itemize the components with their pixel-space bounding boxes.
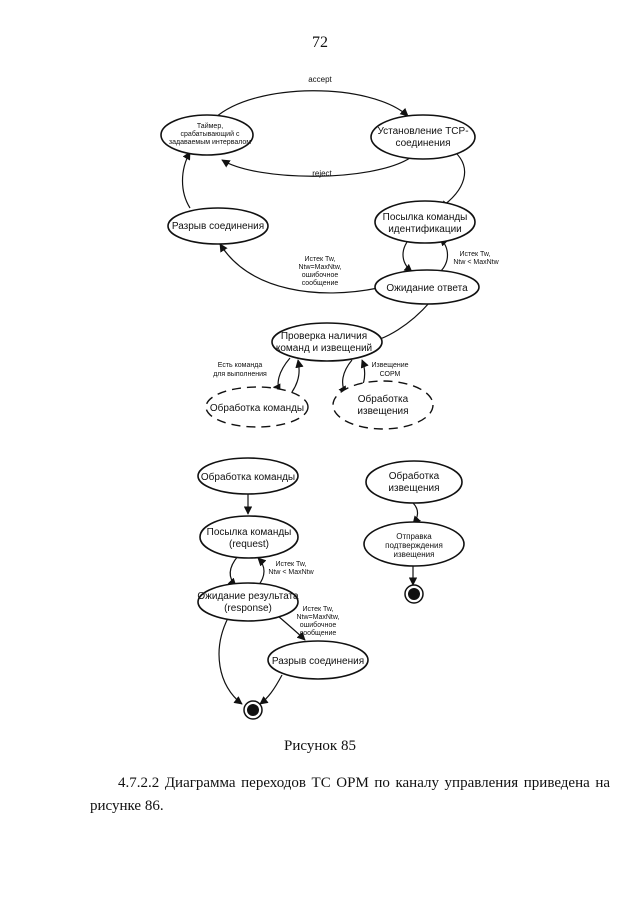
edge2-wait-to-break: [277, 615, 306, 641]
page-number: 72: [312, 34, 328, 51]
node2-send: [199, 515, 299, 559]
edge-break-to-timer: [181, 151, 191, 209]
node-wait-label: Ожидание ответа: [386, 283, 468, 294]
node-tcp-label: Установление TCP-соединения: [377, 126, 468, 149]
node2-break-label: Разрыв соединения: [272, 656, 364, 667]
node2-waitres: [197, 582, 299, 622]
edge-accept-label: accept: [308, 75, 332, 84]
final-state-icon-2: [404, 584, 424, 604]
edge-check-to-cmd: [272, 357, 291, 393]
node-break-label: Разрыв соединения: [172, 221, 264, 232]
edge2-break-to-final: [259, 674, 283, 705]
node2-waitres-label: Ожидание результата(response): [197, 591, 299, 614]
node-check: [271, 322, 383, 362]
edge-reject: [221, 157, 411, 177]
node-cmd-dashed: [205, 386, 309, 428]
node-ident: [374, 200, 476, 244]
node-tcp: [370, 114, 476, 160]
node2-send-label: Посылка команды(request): [207, 527, 292, 550]
edge-tcp-to-ident: [439, 151, 466, 209]
edge-wait-to-break: [219, 243, 379, 294]
edge-accept: [214, 90, 409, 119]
node2-cmd: [197, 457, 299, 495]
edge-wait-to-ident: [439, 237, 449, 273]
node3-confirm: [363, 521, 465, 567]
edge3-notice-to-confirm: [412, 502, 422, 525]
body-paragraph: 4.7.2.2 Диаграмма переходов ТС ОРМ по ка…: [90, 775, 610, 814]
node2-break: [267, 640, 369, 680]
edge-reject-label: reject: [312, 169, 332, 178]
node-notice-dashed: [332, 380, 434, 430]
edge-tw1-label: Истек Tw,Ntw < MaxNtw: [453, 251, 499, 266]
edge2-send-to-wait: [227, 555, 239, 587]
node-timer: [160, 114, 254, 156]
edge-cmd-to-check: [291, 359, 304, 393]
edge2-tw1-label: Истек Tw,Ntw < MaxNtw: [268, 561, 314, 576]
final-state-icon: [243, 700, 263, 720]
node-break: [167, 207, 269, 245]
node3-notice: [365, 460, 463, 504]
edge2-wait-to-send: [257, 557, 267, 587]
figure-caption: Рисунок 85: [284, 738, 356, 754]
node-cmd-dashed-label: Обработка команды: [210, 402, 304, 414]
node-wait: [374, 269, 480, 305]
edge2-wait-to-final: [218, 617, 243, 705]
node2-cmd-label: Обработка команды: [201, 471, 295, 483]
